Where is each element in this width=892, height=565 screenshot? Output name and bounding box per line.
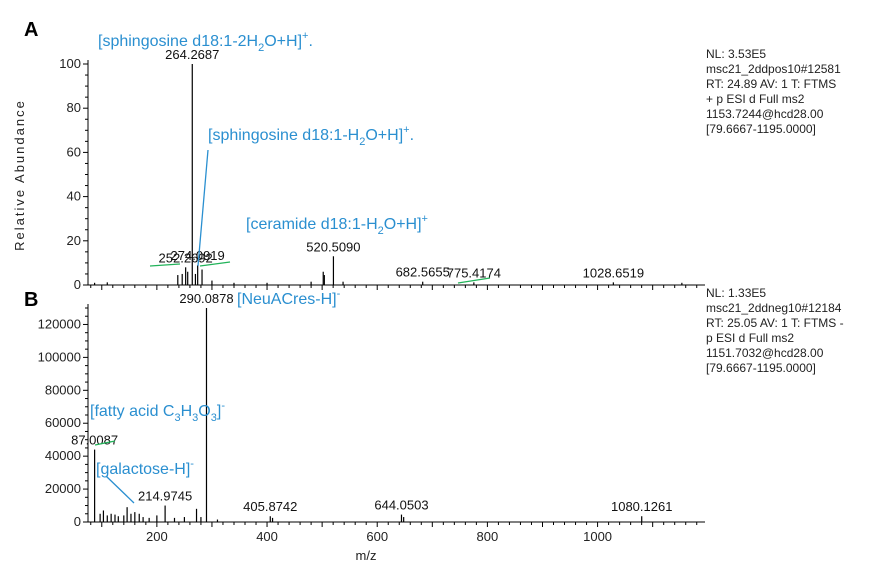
scan-info-line: 1153.7244@hcd28.00 [706, 107, 824, 121]
x-tick-label: 1000 [583, 529, 612, 544]
scan-info-line: [79.6667-1195.0000] [706, 361, 816, 375]
leader-line-sphingosine [197, 149, 209, 267]
y-tick-label-a: 100 [59, 56, 81, 71]
peak-label-b: 87.0087 [71, 433, 118, 448]
peak-label-a: 1028.6519 [583, 265, 644, 280]
highlight-underline [457, 277, 491, 284]
annotation-sphingosine-2h2o: [sphingosine d18:1-2H2O+H]+. [98, 30, 313, 54]
y-tick-label-a: 80 [67, 100, 81, 115]
scan-info-line: RT: 24.89 AV: 1 T: FTMS [706, 77, 836, 91]
scan-info-line: RT: 25.05 AV: 1 T: FTMS - [706, 316, 844, 330]
y-tick-label-a: 20 [67, 233, 81, 248]
x-tick-label: 800 [477, 529, 499, 544]
y-tick-label-a: 60 [67, 144, 81, 159]
scan-info-line: NL: 1.33E5 [706, 286, 766, 300]
annotation-galactose: [galactose-H]- [96, 458, 194, 478]
panel-b-spectrum: 0 20000 40000 60000 80000 100000 120000 200 400 6… [38, 291, 705, 544]
annotation-neuacres: [NeuACres-H]- [237, 288, 341, 308]
annotation-ceramide: [ceramide d18:1-H2O+H]+ [246, 213, 428, 237]
annotation-sphingosine-h2o: [sphingosine d18:1-H2O+H]+. [208, 124, 414, 148]
x-axis-label: m/z [356, 548, 377, 563]
scan-info-line: 1151.7032@hcd28.00 [706, 346, 824, 360]
highlight-underline [149, 263, 181, 267]
highlight-underline [199, 261, 231, 267]
scan-info-line: msc21_2ddneg10#12184 [706, 301, 842, 315]
x-tick-label: 600 [366, 529, 388, 544]
y-tick-label-b: 100000 [38, 349, 81, 364]
scan-info-line: NL: 3.53E5 [706, 47, 766, 61]
x-tick-label: 200 [146, 529, 168, 544]
peak-label-a: 274.0919 [171, 248, 225, 263]
y-axis-label: Relative Abundance [12, 99, 27, 251]
scan-info-line: msc21_2ddpos10#12581 [706, 62, 841, 76]
scan-info-line: [79.6667-1195.0000] [706, 122, 816, 136]
panel-letter-a: A [24, 19, 38, 41]
highlight-underline [94, 440, 116, 446]
y-tick-label-b: 60000 [45, 415, 81, 430]
x-tick-label: 400 [256, 529, 278, 544]
peak-label-b: 1080.1261 [611, 499, 672, 514]
scan-info-line: + p ESI d Full ms2 [706, 92, 805, 106]
annotation-fatty-acid: [fatty acid C3H3O3]- [90, 400, 225, 424]
leader-line-galactose [105, 475, 135, 504]
y-tick-label-b: 40000 [45, 448, 81, 463]
scan-info-line: p ESI d Full ms2 [706, 331, 794, 345]
peak-label-a: 682.5655 [396, 265, 450, 280]
y-tick-label-b: 120000 [38, 316, 81, 331]
y-tick-label-b: 20000 [45, 481, 81, 496]
peak-label-b: 644.0503 [374, 498, 428, 513]
peak-label-a: 520.5090 [306, 239, 360, 254]
peak-label-b: 214.9745 [138, 489, 192, 504]
panel-letter-b: B [24, 289, 38, 311]
peak-label-a: 775.4174 [447, 265, 501, 280]
panel-a-spectrum: 020406080100264.2687252.2692274.0919520.… [59, 47, 705, 292]
peak-label-a: 264.2687 [165, 47, 219, 62]
y-tick-label-b: 0 [74, 514, 81, 529]
y-tick-label-b: 80000 [45, 382, 81, 397]
peak-label-b: 405.8742 [243, 499, 297, 514]
y-tick-label-a: 0 [74, 277, 81, 292]
y-tick-label-a: 40 [67, 189, 81, 204]
peak-label-b: 290.0878 [179, 291, 233, 306]
